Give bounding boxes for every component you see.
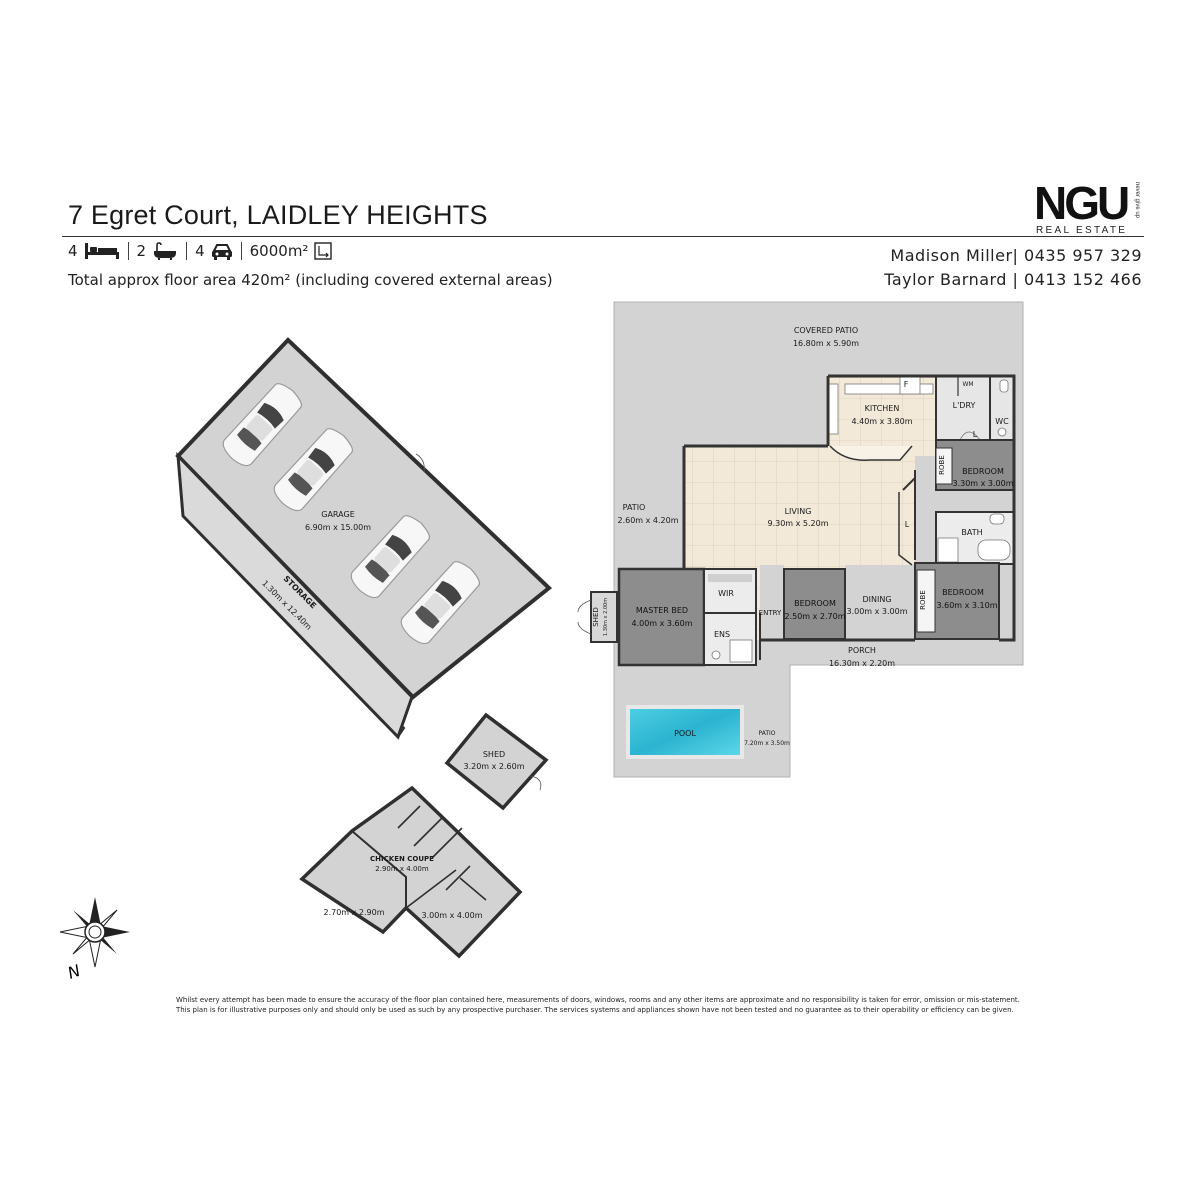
room-label: PATIO (758, 730, 775, 737)
garage-building (175, 337, 553, 740)
land-size: 6000m² (249, 242, 309, 260)
disclaimer-line: Whilst every attempt has been made to en… (176, 996, 1020, 1004)
car-count: 4 (195, 242, 205, 260)
disclaimer: Whilst every attempt has been made to en… (176, 995, 1036, 1015)
room-dims: 2.50m x 2.70m (784, 612, 845, 621)
room-label: SHED (592, 607, 600, 627)
room-dims: 1.30m x 2.00m (603, 598, 609, 636)
room-dims: 2.90m x 4.00m (375, 865, 429, 873)
bath-icon (154, 242, 177, 260)
room-label: BEDROOM (942, 588, 984, 597)
washing-machine-label: WM (962, 381, 973, 388)
robe-label: ROBE (938, 455, 946, 475)
room-dims: 9.30m x 5.20m (767, 519, 828, 528)
bath-count: 2 (136, 242, 147, 260)
room-label: SHED (483, 750, 505, 759)
room-label: WC (995, 417, 1009, 426)
fridge-label: F (904, 380, 909, 389)
car-icon (211, 244, 232, 260)
disclaimer-line: This plan is for illustrative purposes o… (176, 1006, 1014, 1014)
compass-north-label: N (65, 961, 83, 983)
spec-separator (127, 242, 129, 260)
agent-contact: Madison Miller| 0435 957 329 (890, 246, 1142, 265)
property-address: 7 Egret Court, LAIDLEY HEIGHTS (68, 200, 488, 230)
room-label: CHICKEN COUPE (370, 855, 434, 863)
agent-contact: Taylor Barnard | 0413 152 466 (884, 270, 1142, 289)
room-dims: 3.60m x 3.10m (936, 601, 997, 610)
room-dims: 7.20m x 3.50m (744, 740, 790, 747)
bed-count: 4 (68, 242, 78, 260)
room-dims: 3.00m x 4.00m (421, 911, 482, 920)
logo-subtitle: REAL ESTATE (1036, 225, 1128, 236)
robe-label: ROBE (919, 590, 927, 610)
compass-rose-icon (59, 897, 130, 968)
room-label: WIR (718, 589, 734, 598)
room-label: BATH (961, 528, 982, 537)
room-dims: 4.40m x 3.80m (851, 417, 912, 426)
room-label: BEDROOM (962, 467, 1004, 476)
room-label: DINING (862, 595, 891, 604)
room-label: ENS (714, 630, 730, 639)
room-dims: 2.70m x 2.90m (323, 908, 384, 917)
logo-tagline: never give up (1134, 182, 1140, 219)
room-dims: 3.00m x 3.00m (846, 607, 907, 616)
room-label: COVERED PATIO (794, 326, 858, 335)
shed-building (444, 712, 549, 811)
chicken-coupe-building (299, 785, 523, 959)
spec-separator (186, 242, 188, 260)
room-label: ENTRY (759, 609, 782, 617)
land-area-icon (314, 242, 333, 260)
linen-label: L (973, 430, 978, 439)
room-label: L'DRY (953, 401, 976, 410)
room-dims: 3.20m x 2.60m (463, 762, 524, 771)
brand-logo: NGU REAL ESTATE never give up (1034, 180, 1144, 240)
room-dims: 16.30m x 2.20m (829, 659, 895, 668)
room-label: KITCHEN (865, 404, 900, 413)
room-dims: 16.80m x 5.90m (793, 339, 859, 348)
room-dims: 6.90m x 15.00m (305, 523, 371, 532)
logo-wordmark: NGU (1034, 177, 1130, 229)
room-label: MASTER BED (636, 606, 688, 615)
room-label: POOL (674, 729, 696, 738)
spec-separator (240, 242, 242, 260)
property-specs: 4 2 4 6000m² (68, 242, 333, 260)
room-label: PATIO (623, 503, 646, 512)
linen-label: L (905, 520, 910, 529)
room-label: PORCH (848, 646, 876, 655)
room-label: GARAGE (321, 510, 355, 519)
room-label: BEDROOM (794, 599, 836, 608)
floor-area-text: Total approx floor area 420m² (including… (68, 271, 553, 289)
header-divider (62, 236, 1144, 237)
room-label: LIVING (785, 507, 812, 516)
room-dims: 2.60m x 4.20m (617, 516, 678, 525)
bed-icon (84, 243, 119, 259)
pool (626, 705, 744, 759)
room-dims: 3.30m x 3.00m (952, 479, 1013, 488)
room-dims: 4.00m x 3.60m (631, 619, 692, 628)
